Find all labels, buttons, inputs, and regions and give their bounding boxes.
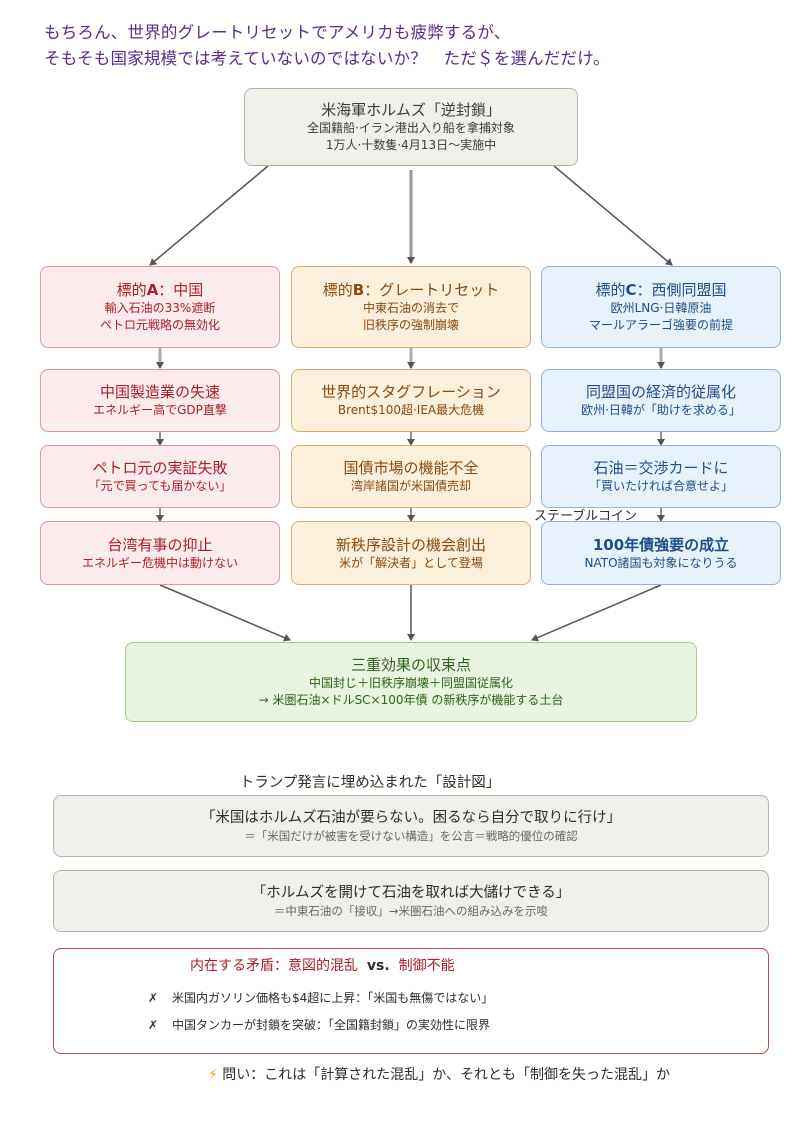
b-step-3-title: 新秩序設計の機会創出 <box>335 535 486 554</box>
page-heading: もちろん、世界的グレートリセットでアメリカも疲弊するが、 そもそも国家規模では考… <box>44 20 784 72</box>
c-step-1-box: 同盟国の経済的従属化 欧州·日韓が「助けを求める」 <box>541 369 781 432</box>
stablecoin-label: ステーブルコイン <box>534 509 637 524</box>
question-line: ⚡ 問い：これは「計算された混乱」か、それとも「制御を失った混乱」か <box>208 1064 670 1084</box>
contradiction-title: 内在する矛盾：意図的混乱 vs. 制御不能 <box>190 958 455 974</box>
c-step-2-title: 石油＝交渉カードに <box>593 459 729 477</box>
target-c-line-1: 欧州LNG·日韓原油 <box>610 301 712 315</box>
target-b-line-2: 旧秩序の強制崩壊 <box>362 318 459 332</box>
a-step-3-title: 台湾有事の抑止 <box>107 535 213 554</box>
quote-2-sub: ＝中東石油の「接収」→米圏石油への組み込みを示唆 <box>273 903 549 918</box>
blockade-line-2: 1万人·十数隻·4月13日〜実施中 <box>325 138 497 152</box>
target-a-line-2: ペトロ元戦略の無効化 <box>99 318 220 332</box>
arrow-a-to-conv <box>159 584 291 642</box>
b-step-3-sub: 米が「解決者」として登場 <box>339 555 483 570</box>
arrow-top-to-a <box>149 165 269 266</box>
quote-1-sub: ＝「米国だけが被害を受けない構造」を公言＝戦略的優位の確認 <box>244 828 578 843</box>
arrow-top-to-c <box>553 165 673 266</box>
target-a-title: 標的A：中国 <box>116 281 204 299</box>
target-b-line-1: 中東石油の消去で <box>362 301 459 315</box>
cross-icon: ✗ <box>148 1018 159 1032</box>
convergence-line-1: 中国封じ＋旧秩序崩壊＋同盟国従属化 <box>308 676 513 690</box>
contradiction-item-2: ✗中国タンカーが封鎖を突破：「全国籍封鎖」の実効性に限界 <box>148 1018 491 1032</box>
c-step-3-sub: NATO諸国も対象になりうる <box>584 555 738 570</box>
b-step-1-sub: Brent$100超·IEA最大危機 <box>337 403 485 417</box>
arrow-c-to-conv <box>531 584 662 642</box>
target-b-title: 標的B：グレートリセット <box>322 281 500 299</box>
target-b-box: 標的B：グレートリセット 中東石油の消去で 旧秩序の強制崩壊 <box>291 266 531 348</box>
cross-icon: ✗ <box>148 991 159 1005</box>
a-step-1-sub: エネルギー高でGDP直撃 <box>93 403 227 417</box>
c-step-3-box: 100年債強要の成立 NATO諸国も対象になりうる <box>541 521 781 585</box>
blockade-box: 米海軍ホルムズ「逆封鎖」 全国籍船·イラン港出入り船を拿捕対象 1万人·十数隻·… <box>244 88 578 166</box>
c-step-3-title: 100年債強要の成立 <box>592 535 730 554</box>
quote-2-box: 「ホルムズを開けて石油を取れば大儲けできる」 ＝中東石油の「接収」→米圏石油への… <box>53 870 769 932</box>
b-step-3-box: 新秩序設計の機会創出 米が「解決者」として登場 <box>291 521 531 585</box>
question-text: 問い：これは「計算された混乱」か、それとも「制御を失った混乱」か <box>222 1067 671 1083</box>
lightning-icon: ⚡ <box>208 1067 218 1083</box>
b-step-2-title: 国債市場の機能不全 <box>343 459 479 477</box>
c-step-2-sub: 「買いたければ合意せよ」 <box>588 479 733 493</box>
quote-1-main: 「米国はホルムズ石油が要らない。困るなら自分で取りに行け」 <box>200 809 622 826</box>
b-step-2-box: 国債市場の機能不全 湾岸諸国が米国債売却 <box>291 445 531 508</box>
c-step-1-sub: 欧州·日韓が「助けを求める」 <box>581 403 741 417</box>
heading-line-1: もちろん、世界的グレートリセットでアメリカも疲弊するが、 <box>44 23 511 42</box>
target-a-box: 標的A：中国 輸入石油の33%遮断 ペトロ元戦略の無効化 <box>40 266 280 348</box>
a-step-1-box: 中国製造業の失速 エネルギー高でGDP直撃 <box>40 369 280 432</box>
b-step-1-box: 世界的スタグフレーション Brent$100超·IEA最大危機 <box>291 369 531 432</box>
convergence-box: 三重効果の収束点 中国封じ＋旧秩序崩壊＋同盟国従属化 → 米圏石油×ドルSC×1… <box>125 642 697 722</box>
blockade-title: 米海軍ホルムズ「逆封鎖」 <box>321 101 501 119</box>
convergence-title: 三重効果の収束点 <box>350 656 471 674</box>
target-a-line-1: 輸入石油の33%遮断 <box>104 301 216 315</box>
a-step-2-title: ペトロ元の実証失敗 <box>92 459 228 477</box>
a-step-2-sub: 「元で買っても届かない」 <box>88 479 232 493</box>
quote-2-main: 「ホルムズを開けて石油を取れば大儲けできる」 <box>251 884 571 901</box>
c-step-1-title: 同盟国の経済的従属化 <box>585 383 736 401</box>
a-step-3-box: 台湾有事の抑止 エネルギー危機中は動けない <box>40 521 280 585</box>
contradiction-box: 内在する矛盾：意図的混乱 vs. 制御不能 ✗米国内ガソリン価格も$4超に上昇：… <box>53 948 769 1054</box>
b-step-1-title: 世界的スタグフレーション <box>321 383 501 401</box>
c-step-2-box: 石油＝交渉カードに 「買いたければ合意せよ」 <box>541 445 781 508</box>
convergence-line-2: → 米圏石油×ドルSC×100年債 の新秩序が機能する土台 <box>258 693 564 707</box>
quote-1-box: 「米国はホルムズ石油が要らない。困るなら自分で取りに行け」 ＝「米国だけが被害を… <box>53 795 769 857</box>
target-c-title: 標的C：西側同盟国 <box>595 281 727 299</box>
a-step-3-sub: エネルギー危機中は動けない <box>81 555 238 570</box>
contradiction-item-1: ✗米国内ガソリン価格も$4超に上昇：「米国も無傷ではない」 <box>148 991 494 1005</box>
a-step-2-box: ペトロ元の実証失敗 「元で買っても届かない」 <box>40 445 280 508</box>
a-step-1-title: 中国製造業の失速 <box>99 383 220 401</box>
target-c-line-2: マールアラーゴ強要の前提 <box>588 318 733 332</box>
heading-line-2: そもそも国家規模では考えていないのではないか？ ただ＄を選んだだけ。 <box>44 49 610 68</box>
design-section-title: トランプ発言に埋め込まれた「設計図」 <box>239 775 501 791</box>
blockade-line-1: 全国籍船·イラン港出入り船を拿捕対象 <box>307 121 515 135</box>
b-step-2-sub: 湾岸諸国が米国債売却 <box>350 479 471 493</box>
target-c-box: 標的C：西側同盟国 欧州LNG·日韓原油 マールアラーゴ強要の前提 <box>541 266 781 348</box>
